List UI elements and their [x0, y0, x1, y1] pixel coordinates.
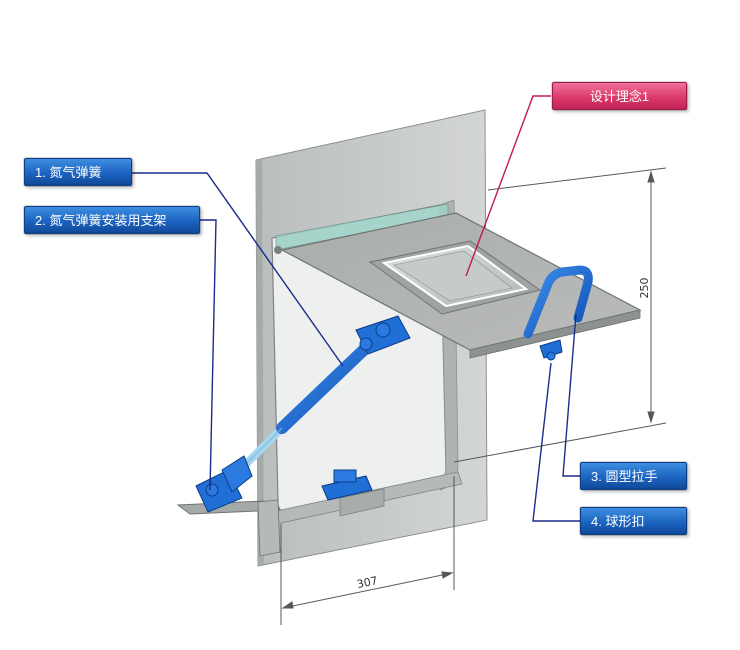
callout-round-handle-text: 3. 圆型拉手 — [591, 469, 658, 484]
spring-bracket — [176, 455, 282, 557]
dimension-height — [453, 167, 667, 463]
leader-bracket — [200, 219, 217, 491]
leader-handle — [562, 313, 580, 477]
window-glass — [368, 240, 542, 315]
callout-gas-spring-text: 1. 氮气弹簧 — [35, 165, 102, 180]
callout-round-handle: 3. 圆型拉手 — [580, 462, 687, 490]
callout-gas-spring-bracket-text: 2. 氮气弹簧安装用支架 — [35, 213, 167, 228]
leader-design-concept — [465, 95, 551, 277]
upper-spring-mount — [355, 315, 411, 355]
dimension-height-label: 250 — [638, 278, 651, 299]
callout-gas-spring-bracket: 2. 氮气弹簧安装用支架 — [24, 206, 200, 234]
callout-design-concept: 设计理念1 — [552, 82, 687, 110]
leader-ball-catch — [532, 362, 580, 522]
callout-ball-catch: 4. 球形扣 — [580, 507, 687, 535]
bottom-latch — [321, 469, 373, 501]
dimension-width — [280, 476, 455, 625]
leader-lines — [132, 95, 580, 522]
dimension-width-label: 307 — [356, 574, 379, 591]
leader-gas-spring — [132, 172, 344, 367]
ball-catch — [539, 339, 563, 361]
callout-gas-spring: 1. 氮气弹簧 — [24, 158, 132, 186]
round-handle — [523, 265, 593, 339]
callout-design-concept-text: 设计理念1 — [589, 89, 650, 104]
callout-ball-catch-text: 4. 球形扣 — [591, 514, 645, 529]
